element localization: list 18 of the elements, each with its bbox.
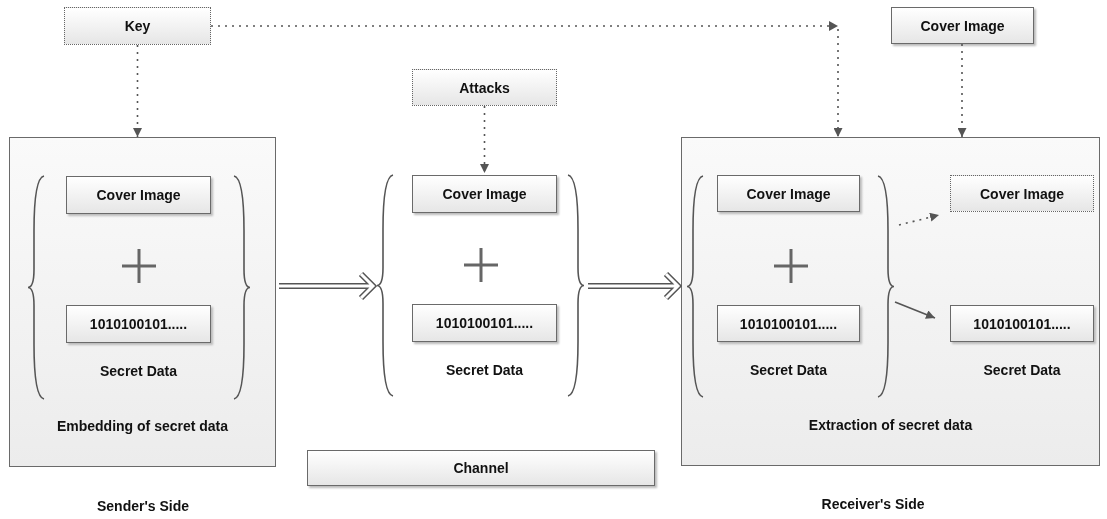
process-panel xyxy=(681,137,1100,466)
caption-text: Secret Data xyxy=(444,362,524,378)
process-box: Cover Image xyxy=(891,7,1034,44)
dashed-box: Attacks xyxy=(412,69,557,106)
panel-title: Embedding of secret data xyxy=(55,418,230,434)
panel-title: Extraction of secret data xyxy=(807,417,974,433)
side-label: Sender's Side xyxy=(97,498,189,514)
process-box: Cover Image xyxy=(717,175,860,212)
process-box: Cover Image xyxy=(66,176,211,214)
process-box: Cover Image xyxy=(412,175,557,213)
process-panel xyxy=(9,137,276,467)
dashed-box: Cover Image xyxy=(950,175,1094,212)
caption-text: Secret Data xyxy=(748,362,828,378)
side-label: Receiver's Side xyxy=(821,496,925,512)
dashed-box: Key xyxy=(64,7,211,45)
process-box: Channel xyxy=(307,450,655,486)
caption-text: Secret Data xyxy=(982,362,1062,378)
caption-text: Secret Data xyxy=(98,363,178,379)
